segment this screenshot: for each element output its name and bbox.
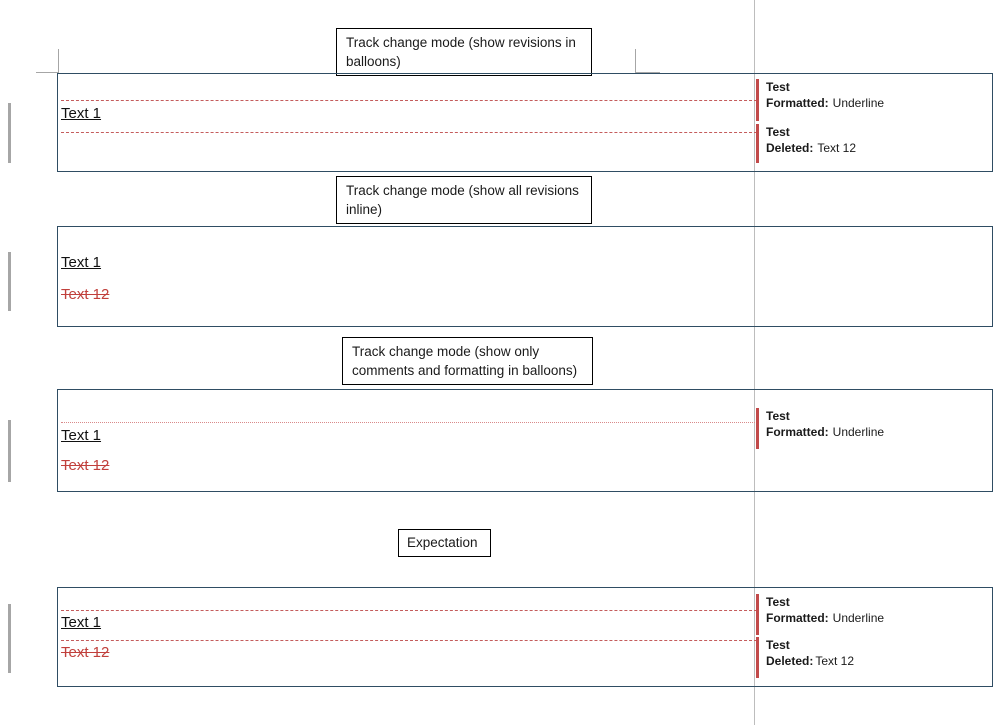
balloon-detail: Text 12	[815, 654, 855, 668]
section-label-expectation[interactable]: Expectation	[398, 529, 491, 557]
revision-balloon-formatted[interactable]: Test Formatted:Underline	[756, 408, 884, 449]
balloon-action: Formatted:	[766, 611, 829, 625]
deletion-dashed-line	[61, 640, 757, 641]
deleted-text[interactable]: Text 12	[61, 457, 110, 474]
balloon-author: Test	[766, 125, 790, 139]
content-box-expectation[interactable]: Text 1 Text 12	[57, 587, 993, 687]
revision-balloon-formatted[interactable]: Test Formatted:Underline	[756, 594, 884, 635]
section-label-inline-mode[interactable]: Track change mode (show all revisions in…	[336, 176, 592, 224]
formatting-change-dashed-line	[61, 610, 757, 611]
balloon-author: Test	[766, 409, 790, 423]
balloon-bar	[756, 594, 759, 635]
revision-balloon-formatted[interactable]: Test Formatted:Underline	[756, 79, 884, 121]
changed-line-bar	[8, 604, 11, 673]
changed-line-bar	[8, 103, 11, 163]
content-box-inline-mode[interactable]: Text 1 Text 12	[57, 226, 993, 327]
balloon-action: Formatted:	[766, 96, 829, 110]
content-box-comments-formatting-mode[interactable]: Text 1 Text 12	[57, 389, 993, 492]
text-boundary-mark-top-right	[635, 49, 660, 73]
balloon-author: Test	[766, 80, 790, 94]
inserted-text[interactable]: Text 1	[61, 427, 102, 444]
formatting-change-dotted-line	[61, 422, 757, 423]
balloon-action: Deleted:	[766, 141, 814, 155]
balloon-bar	[756, 79, 759, 121]
changed-line-bar	[8, 420, 11, 482]
balloon-author: Test	[766, 595, 790, 609]
changed-line-bar	[8, 252, 11, 311]
inserted-text[interactable]: Text 1	[61, 254, 102, 271]
text-boundary-mark-top-left	[36, 49, 59, 73]
balloon-detail: Text 12	[817, 141, 857, 155]
markup-area-separator-line	[754, 0, 755, 725]
revision-balloon-deleted[interactable]: Test Deleted:Text 12	[756, 124, 856, 163]
deleted-text[interactable]: Text 12	[61, 644, 110, 661]
balloon-detail: Underline	[832, 611, 885, 625]
balloon-author: Test	[766, 638, 790, 652]
balloon-bar	[756, 124, 759, 163]
section-label-comments-formatting-mode[interactable]: Track change mode (show only comments an…	[342, 337, 593, 385]
section-label-balloons-mode[interactable]: Track change mode (show revisions in bal…	[336, 28, 592, 76]
balloon-bar	[756, 637, 759, 678]
formatting-change-dashed-line	[61, 100, 757, 101]
balloon-bar	[756, 408, 759, 449]
deleted-text[interactable]: Text 12	[61, 286, 110, 303]
revision-balloon-deleted[interactable]: Test Deleted:Text 12	[756, 637, 854, 678]
balloon-action: Deleted:	[766, 654, 814, 668]
inserted-text[interactable]: Text 1	[61, 105, 102, 122]
content-box-balloons-mode[interactable]: Text 1	[57, 73, 993, 172]
balloon-detail: Underline	[832, 96, 885, 110]
balloon-action: Formatted:	[766, 425, 829, 439]
deletion-dashed-line	[61, 132, 757, 133]
inserted-text[interactable]: Text 1	[61, 614, 102, 631]
balloon-detail: Underline	[832, 425, 885, 439]
